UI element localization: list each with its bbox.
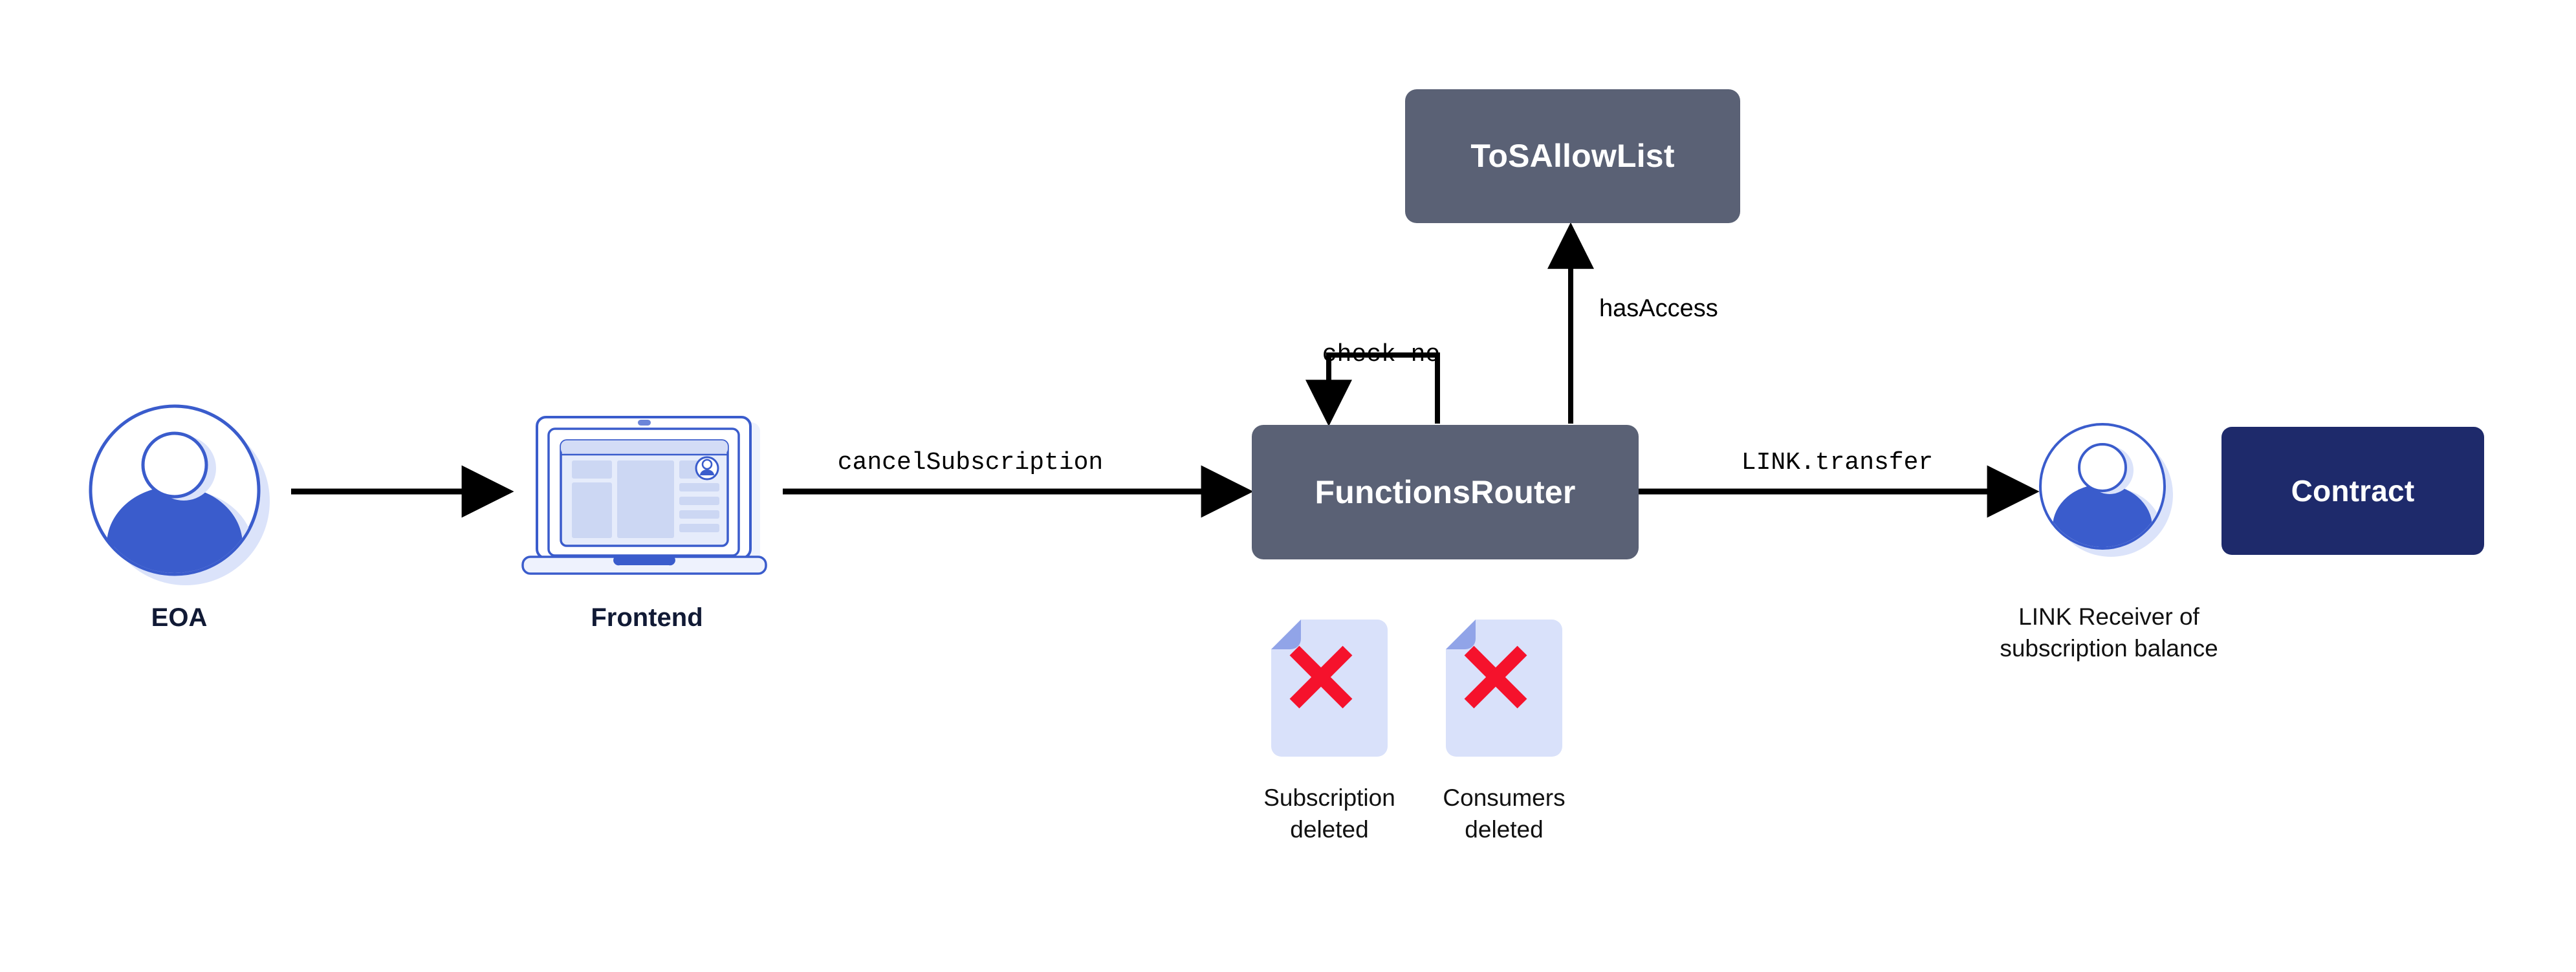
- tos-allow-list-label: ToSAllowList: [1470, 138, 1675, 174]
- node-functions-router[interactable]: FunctionsRouter: [1252, 425, 1639, 559]
- link-receiver-line-1: LINK Receiver of: [2018, 603, 2199, 630]
- consumers-deleted-caption: Consumers deleted: [1426, 783, 1582, 846]
- user-avatar-icon: [85, 401, 273, 589]
- edge-label-link-transfer: LINK.transfer: [1741, 449, 1934, 477]
- functions-router-label: FunctionsRouter: [1315, 473, 1576, 510]
- document-x-icon: [1446, 620, 1562, 757]
- user-avatar-icon: [2036, 420, 2176, 559]
- laptop-browser-icon: [511, 404, 783, 592]
- node-tos-allow-list[interactable]: ToSAllowList: [1405, 89, 1740, 223]
- subscription-deleted-caption: Subscription deleted: [1252, 783, 1407, 846]
- link-receiver-line-2: subscription balance: [2000, 634, 2218, 662]
- document-x-icon: [1271, 620, 1388, 757]
- check-no-pending-line-1: check no: [1322, 340, 1441, 369]
- node-contract[interactable]: Contract: [2221, 427, 2484, 555]
- frontend-label: Frontend: [591, 603, 703, 632]
- subscription-deleted-line-2: deleted: [1290, 815, 1369, 843]
- consumers-deleted-line-1: Consumers: [1443, 784, 1566, 811]
- eoa-label: EOA: [151, 603, 208, 632]
- contract-label: Contract: [2291, 473, 2415, 508]
- link-receiver-caption: LINK Receiver of subscription balance: [1947, 601, 2271, 665]
- consumers-deleted-line-2: deleted: [1465, 815, 1544, 843]
- edge-label-cancel-subscription: cancelSubscription: [837, 449, 1104, 477]
- edge-label-has-access: hasAccess: [1599, 295, 1718, 322]
- subscription-deleted-line-1: Subscription: [1263, 784, 1395, 811]
